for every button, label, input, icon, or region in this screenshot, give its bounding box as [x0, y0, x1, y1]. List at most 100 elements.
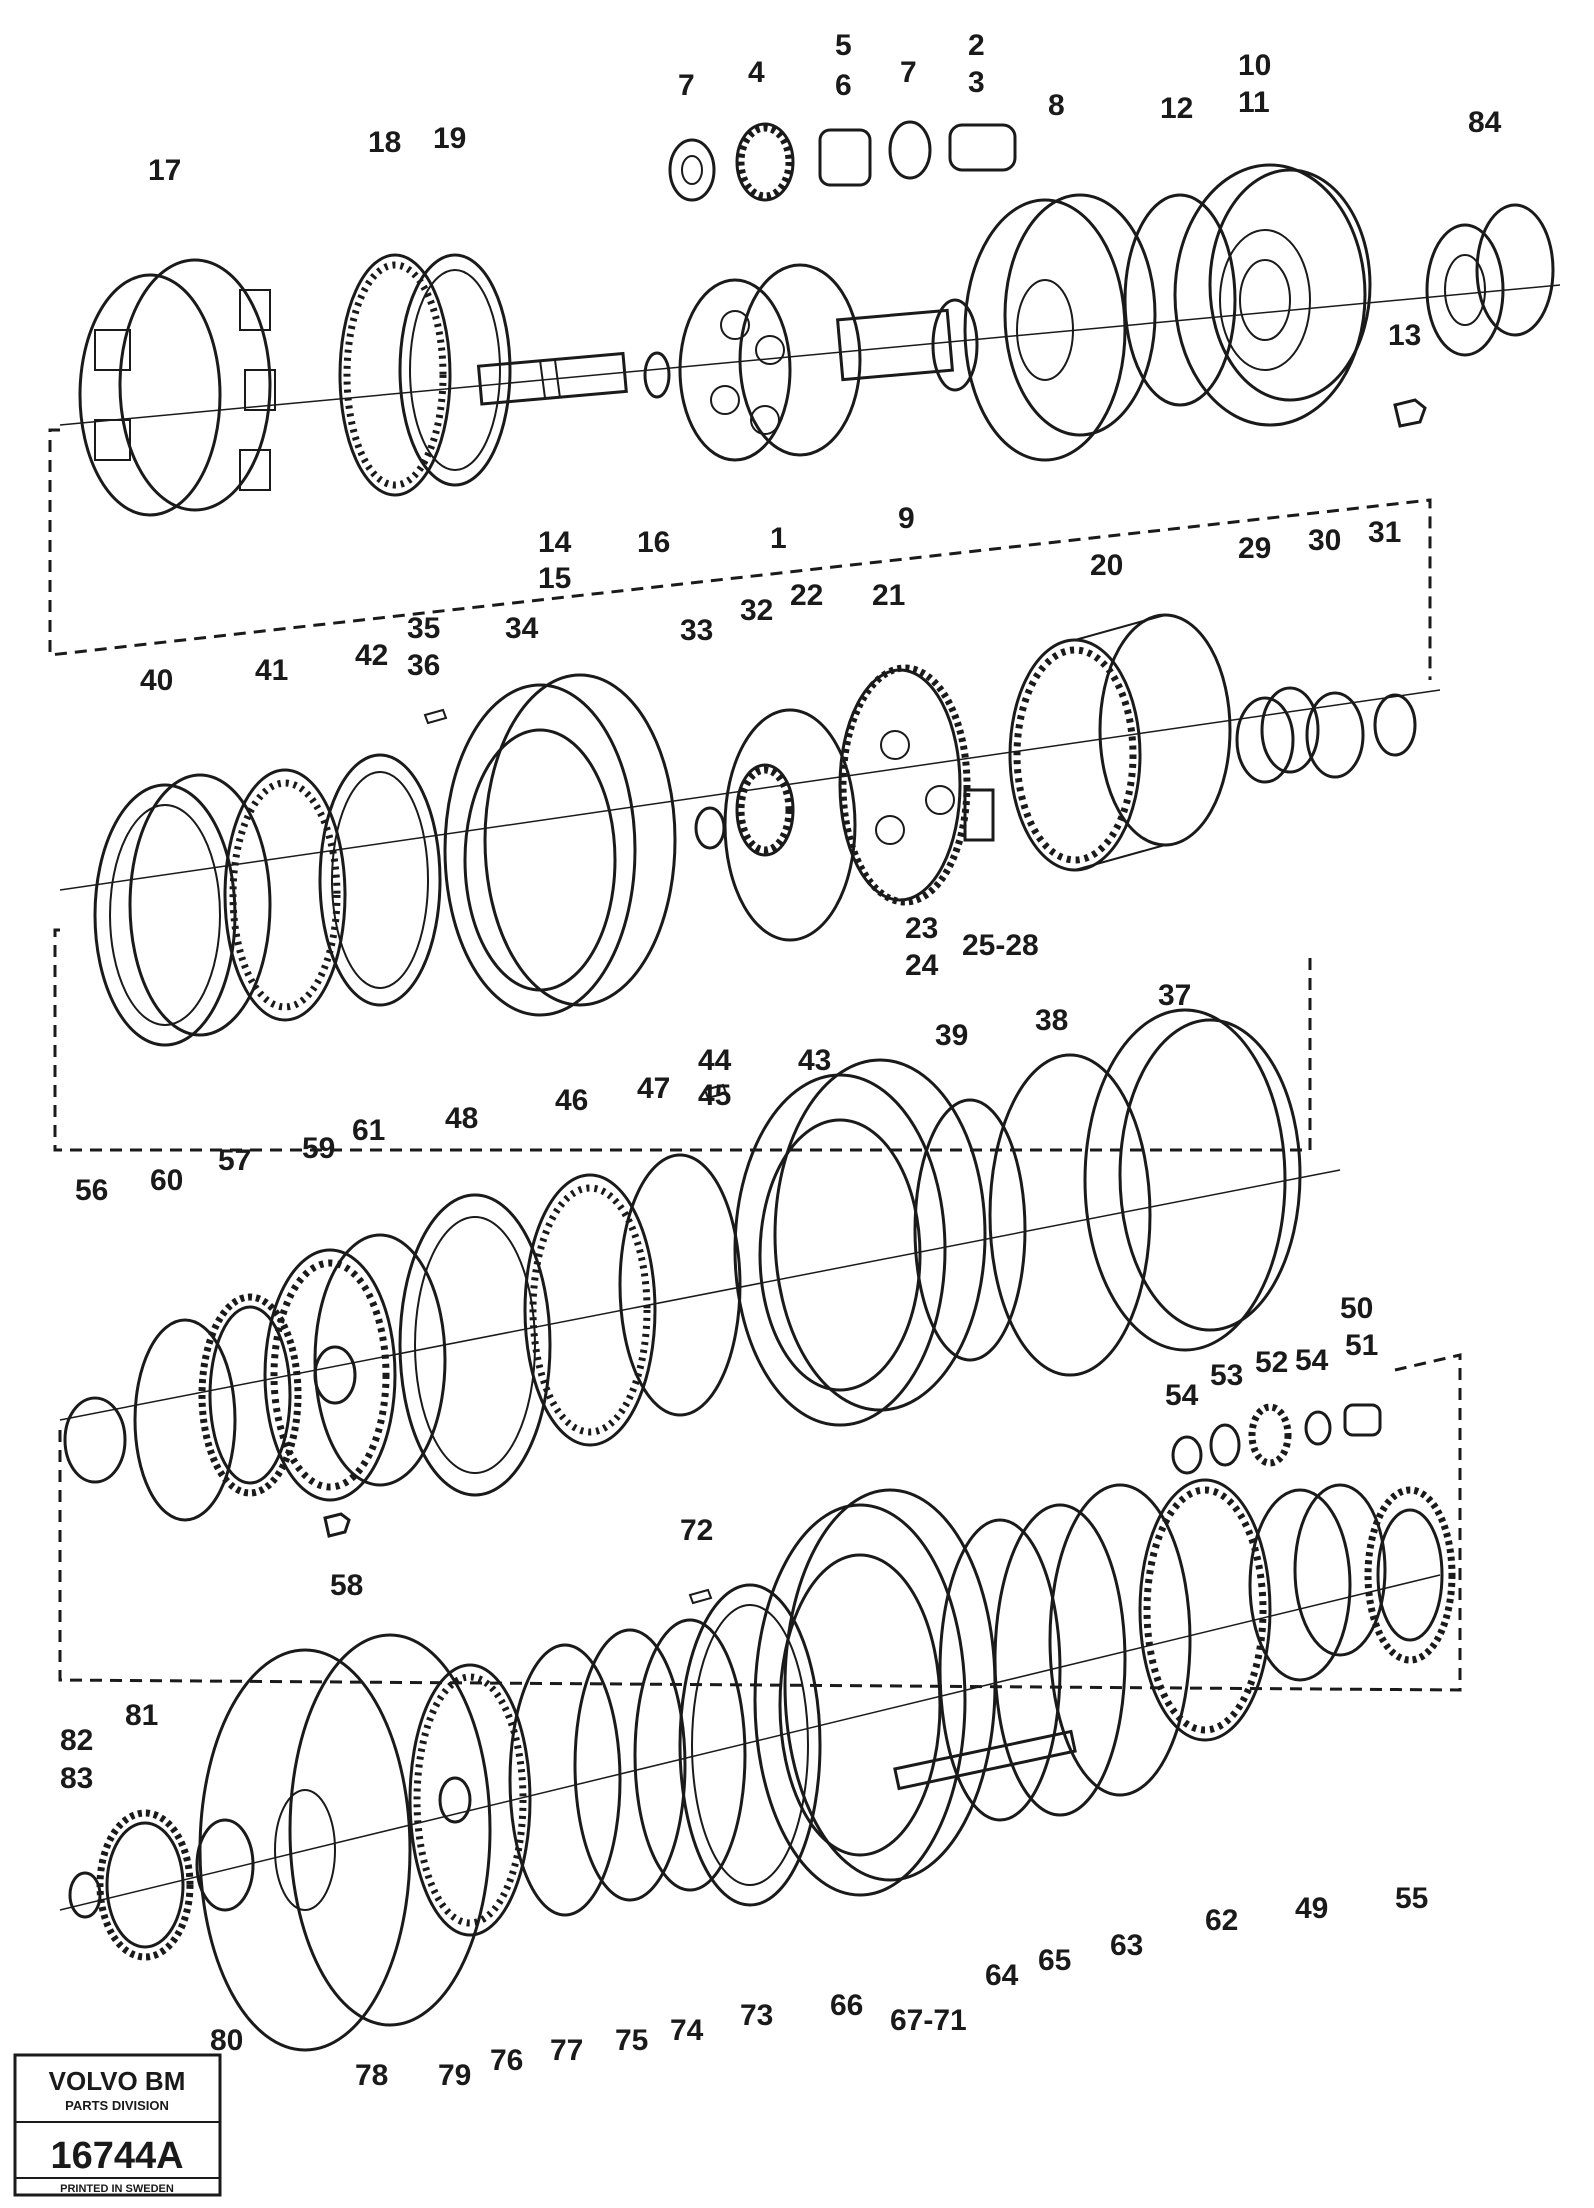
callout-29: 29: [1238, 532, 1271, 565]
callout-17: 17: [148, 154, 181, 187]
part-65-seal: [993, 1503, 1127, 1817]
group-connector-lines: [48, 428, 1462, 1692]
callout-38: 38: [1035, 1004, 1068, 1037]
part-29-bearing: [1235, 686, 1320, 784]
callout-40: 40: [140, 664, 173, 697]
callout-15: 15: [538, 562, 571, 595]
callout-48: 48: [445, 1102, 478, 1135]
part-58-bolt: [323, 1512, 351, 1538]
part-63-ring: [1048, 1483, 1192, 1797]
part-79-washer: [438, 1776, 472, 1824]
callout-14: 14: [538, 526, 572, 559]
callout-47: 47: [637, 1072, 670, 1105]
part-40-plate: [93, 773, 272, 1047]
callout-83: 83: [60, 1762, 93, 1795]
part-33-washer: [694, 806, 726, 850]
part-16-needle-bearing: [643, 351, 671, 399]
callout-55: 55: [1395, 1882, 1428, 1915]
part-1-planet-carrier: [678, 263, 862, 462]
part-49-carrier: [1248, 1483, 1387, 1682]
callout-24: 24: [905, 949, 939, 982]
callout-84: 84: [1468, 106, 1502, 139]
callout-82: 82: [60, 1724, 93, 1757]
part-57-gear: [198, 1293, 302, 1497]
callout-7b: 7: [900, 56, 917, 89]
part-41-disc: [223, 768, 347, 1022]
callout-77: 77: [550, 2034, 583, 2067]
part-62-ring-gear: [1138, 1478, 1272, 1742]
part-48-plate: [398, 1193, 552, 1497]
callout-11: 11: [1238, 86, 1270, 119]
part-59-washer: [313, 1345, 357, 1405]
part-76-disc: [408, 1663, 532, 1937]
callout-7a: 7: [678, 69, 695, 102]
part-73-plate: [678, 1583, 822, 1907]
callout-41: 41: [255, 654, 288, 687]
part-47-disc: [618, 1153, 742, 1417]
stamp-brand: VOLVO BM: [49, 2066, 186, 2096]
callout-32: 32: [740, 594, 773, 627]
part-13-bolt: [1393, 398, 1427, 428]
callout-58: 58: [330, 1569, 363, 1602]
part-43-piston: [733, 1058, 987, 1427]
part-80-bearing: [195, 1818, 255, 1912]
callout-62: 62: [1205, 1904, 1238, 1937]
part-67-pin: [893, 1729, 1077, 1791]
row3-parts: [59, 1008, 1382, 1538]
part-81-gear: [96, 1809, 194, 1961]
part-34-piston: [443, 673, 677, 1017]
callout-56: 56: [75, 1174, 108, 1207]
callout-37: 37: [1158, 979, 1191, 1012]
part-19-steel-disc: [398, 253, 512, 487]
callout-numbers: 17 18 19 14 15 16 1 9 7 4 5 6 7 2 3 8 12…: [60, 29, 1502, 2092]
callout-21: 21: [872, 579, 905, 612]
part-60-circlip: [133, 1318, 237, 1522]
part-12-o-ring: [1123, 193, 1237, 407]
callout-75: 75: [615, 2024, 648, 2057]
callout-2: 2: [968, 29, 985, 62]
callout-18: 18: [368, 126, 401, 159]
callout-60: 60: [150, 1164, 183, 1197]
callout-23: 23: [905, 912, 938, 945]
part-39-seal: [913, 1098, 1027, 1362]
part-32-sun-gear: [735, 763, 795, 857]
part-38-seal: [988, 1053, 1152, 1377]
callout-59: 59: [302, 1132, 335, 1165]
part-42-disc: [318, 753, 442, 1007]
callout-51: 51: [1345, 1329, 1378, 1362]
callout-78: 78: [355, 2059, 388, 2092]
stamp-division: PARTS DIVISION: [65, 2098, 169, 2113]
part-74-disc: [633, 1618, 747, 1892]
callout-34: 34: [505, 612, 539, 645]
part-46-disc: [523, 1173, 657, 1447]
callout-61: 61: [352, 1114, 385, 1147]
part-61-ring-gear: [263, 1233, 447, 1502]
part-64-seal: [938, 1518, 1062, 1822]
callout-80: 80: [210, 2024, 243, 2057]
part-20-ring-gear: [1008, 613, 1232, 872]
part-75-disc: [573, 1628, 687, 1902]
callout-36: 36: [407, 649, 440, 682]
part-25-planet-pin: [963, 788, 995, 842]
part-82-nut: [68, 1871, 102, 1919]
row1-parts: [59, 120, 1561, 517]
callout-81: 81: [125, 1699, 158, 1732]
callout-13: 13: [1388, 319, 1421, 352]
part-30-snap-ring: [1305, 691, 1365, 779]
callout-12: 12: [1160, 92, 1193, 125]
part-37-cover: [1083, 1008, 1302, 1352]
callout-64: 64: [985, 1959, 1019, 1992]
part-84-roller-bearing: [1425, 203, 1555, 357]
callout-10: 10: [1238, 49, 1271, 82]
callout-49: 49: [1295, 1892, 1328, 1925]
part-22-circlip: [723, 708, 857, 942]
stamp-printed: PRINTED IN SWEDEN: [60, 2183, 174, 2195]
callout-67-71: 67-71: [890, 2004, 967, 2037]
callout-79: 79: [438, 2059, 471, 2092]
callout-53: 53: [1210, 1359, 1243, 1392]
callout-30: 30: [1308, 524, 1341, 557]
callout-25-28: 25-28: [962, 929, 1039, 962]
part-52-pinion-group: [1171, 1403, 1382, 1475]
callout-44: 44: [698, 1044, 732, 1077]
